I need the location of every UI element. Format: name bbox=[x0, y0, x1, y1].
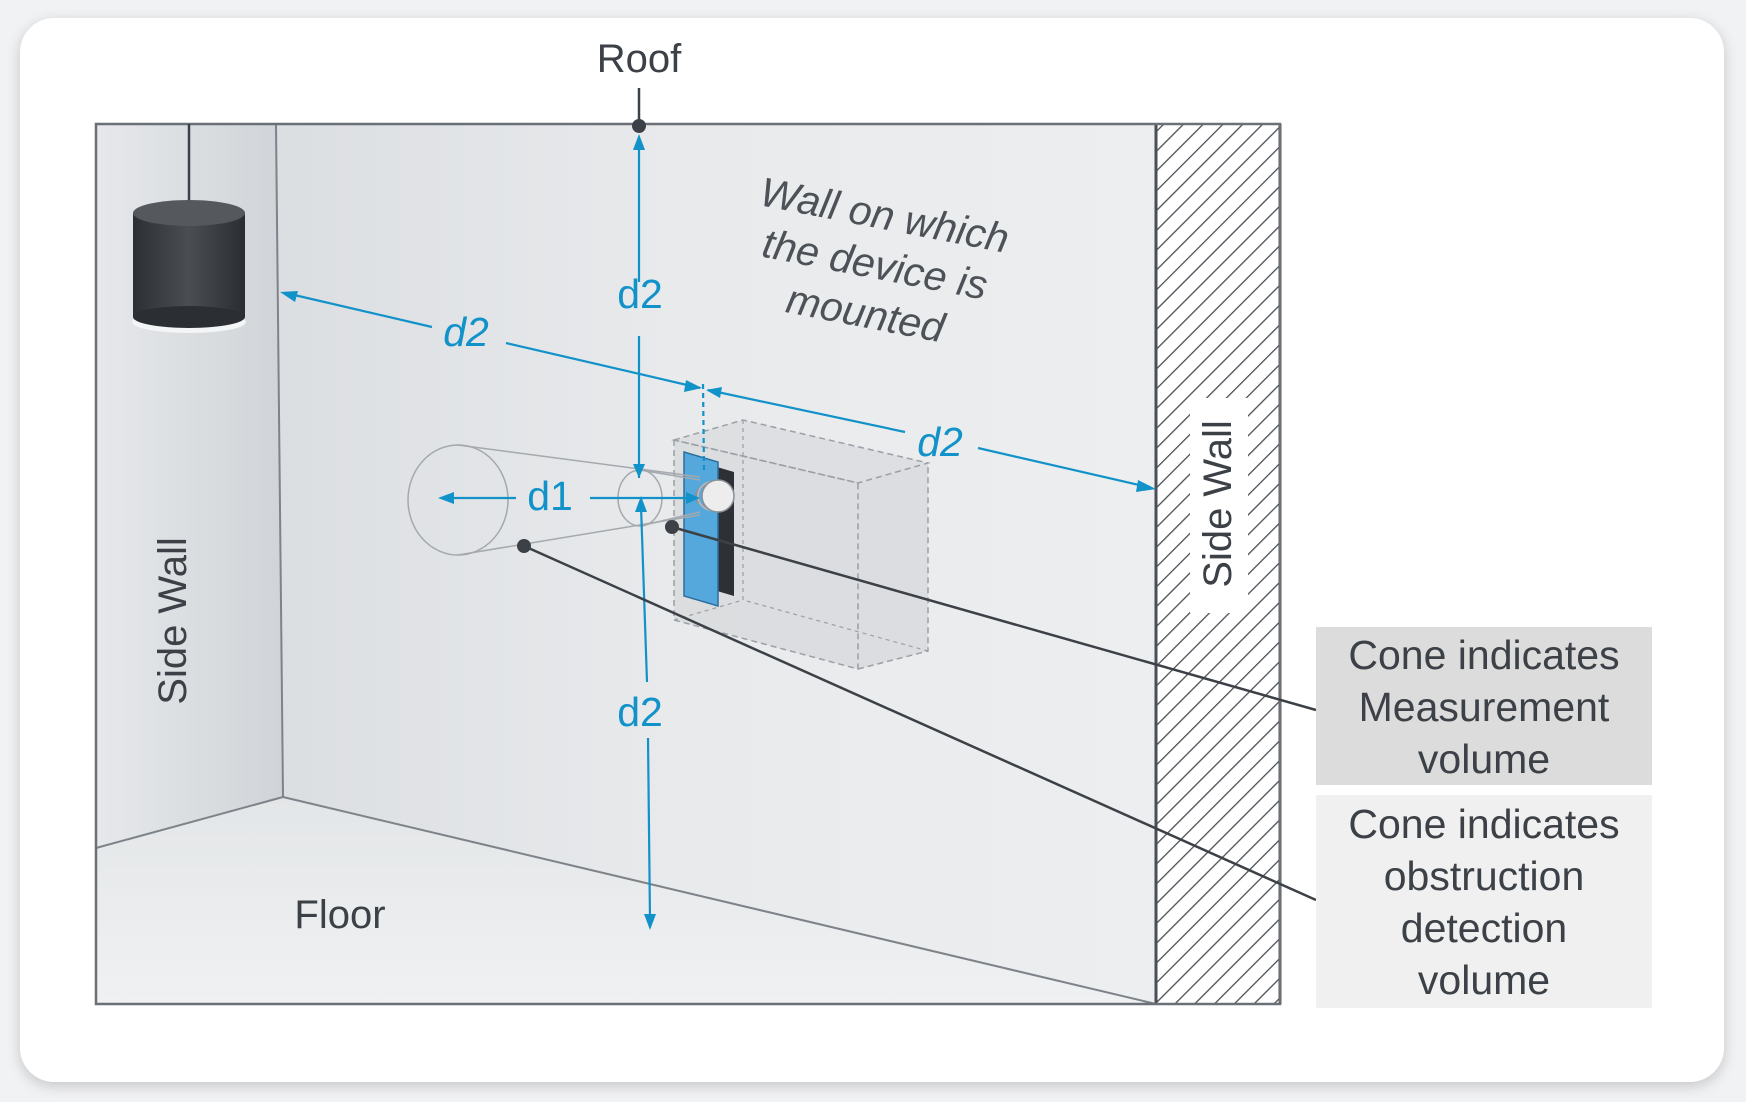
svg-text:Cone indicates: Cone indicates bbox=[1348, 801, 1619, 847]
ceiling-sensor-icon bbox=[132, 124, 246, 333]
svg-text:obstruction: obstruction bbox=[1384, 853, 1585, 899]
d2-bottom-label: d2 bbox=[617, 689, 663, 735]
svg-text:volume: volume bbox=[1418, 736, 1550, 782]
right-side-wall-label: Side Wall bbox=[1196, 420, 1240, 587]
floor bbox=[96, 797, 1156, 1004]
svg-text:Measurement: Measurement bbox=[1359, 684, 1610, 730]
mounted-device-icon bbox=[671, 419, 931, 670]
legend-obstruction-text: Cone indicates obstruction detection vol… bbox=[1348, 801, 1619, 1003]
d1-label: d1 bbox=[527, 473, 573, 519]
d2-left-label: d2 bbox=[443, 309, 489, 355]
left-side-wall-label: Side Wall bbox=[151, 537, 195, 704]
d2-right-label: d2 bbox=[917, 419, 963, 465]
svg-text:volume: volume bbox=[1418, 957, 1550, 1003]
floor-label: Floor bbox=[294, 893, 385, 937]
legend-measurement-box bbox=[1316, 627, 1652, 785]
callout-lines bbox=[517, 520, 1317, 902]
roof-label: Roof bbox=[597, 37, 682, 81]
svg-text:detection: detection bbox=[1401, 905, 1567, 951]
legend-measurement-text: Cone indicates Measurement volume bbox=[1348, 632, 1619, 782]
d2-top-label: d2 bbox=[617, 271, 663, 317]
svg-text:Cone indicates: Cone indicates bbox=[1348, 632, 1619, 678]
legend-obstruction-box bbox=[1316, 795, 1652, 1008]
dimension-lines bbox=[280, 134, 1156, 930]
